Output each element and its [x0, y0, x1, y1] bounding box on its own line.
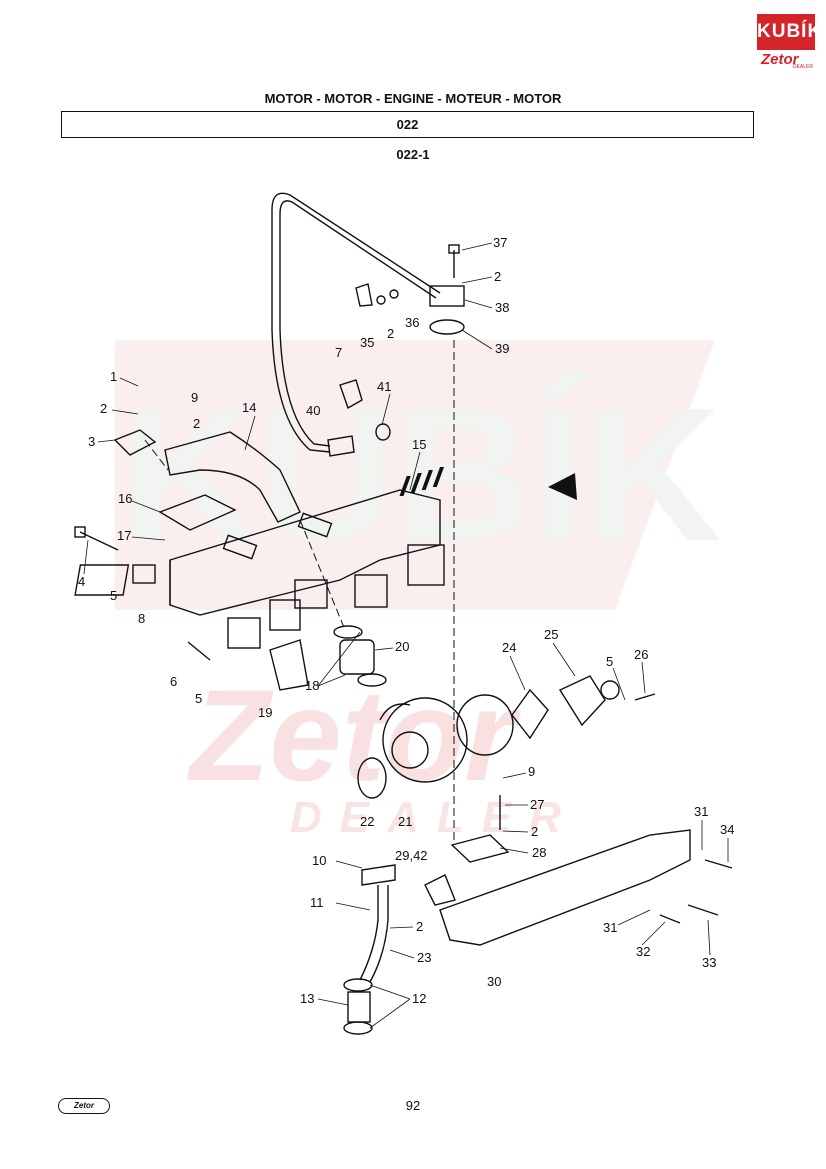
part-label: 8 [138, 611, 145, 626]
part-label: 25 [544, 627, 558, 642]
exhaust-manifold [169, 489, 441, 616]
part-label: 9 [528, 764, 535, 779]
part-label: 11 [310, 895, 324, 910]
part-label: 2 [531, 824, 538, 839]
part-label: 13 [300, 991, 314, 1006]
part-labels: 1 2 3 9 2 14 16 17 4 5 8 6 5 19 18 20 15… [78, 235, 734, 1006]
part-label: 15 [412, 437, 426, 452]
part-label: 21 [398, 814, 412, 829]
part-label: 38 [495, 300, 509, 315]
drain-pipe [361, 864, 396, 886]
kubik-zetor-logo: KUBÍK Zetor DEALER [757, 14, 821, 72]
turbocharger [382, 697, 468, 783]
gasket-16 [158, 494, 237, 531]
part-label: 9 [191, 390, 198, 405]
part-label: 2 [387, 326, 394, 341]
part-label: 2 [416, 919, 423, 934]
part-label: 27 [530, 797, 544, 812]
part-label: 5 [110, 588, 117, 603]
part-label: 34 [720, 822, 734, 837]
section-number: 022 [61, 111, 754, 138]
part-label: 2 [494, 269, 501, 284]
part-label: 31 [603, 920, 617, 935]
dealer-logo-text: DEALER [792, 64, 813, 70]
part-label: 1 [110, 369, 117, 384]
part-label: 5 [606, 654, 613, 669]
part-label: 33 [702, 955, 716, 970]
watermark-zetor: Zetor [186, 662, 521, 808]
kubik-logo-text: KUBÍK [757, 14, 821, 50]
page-title: MOTOR - MOTOR - ENGINE - MOTEUR - MOTOR [264, 91, 562, 106]
part-label: 12 [412, 991, 426, 1006]
zetor-logo-text: Zetor [761, 51, 799, 68]
part-label: 36 [405, 315, 419, 330]
part-label: 7 [335, 345, 342, 360]
part-label: 6 [170, 674, 177, 689]
part-label: 10 [312, 853, 326, 868]
pipe-fitting [429, 285, 465, 307]
part-label: 3 [88, 434, 95, 449]
part-label: 26 [634, 647, 648, 662]
part-label: 2 [193, 416, 200, 431]
part-label: 32 [636, 944, 650, 959]
intake-manifold [439, 829, 691, 946]
part-label: 35 [360, 335, 374, 350]
oil-pipe [271, 192, 441, 453]
part-label: 37 [493, 235, 507, 250]
part-label: 39 [495, 341, 509, 356]
part-label: 18 [305, 678, 319, 693]
part-label: 31 [694, 804, 708, 819]
part-label: 19 [258, 705, 272, 720]
page-number: 92 [405, 1098, 421, 1113]
part-label: 14 [242, 400, 256, 415]
sensor [339, 379, 363, 410]
part-label: 28 [532, 845, 546, 860]
subsection-number: 022-1 [396, 147, 430, 162]
part-label: 41 [377, 379, 391, 394]
part-label: 5 [195, 691, 202, 706]
part-label: 17 [117, 528, 131, 543]
part-label: 30 [487, 974, 501, 989]
part-label: 40 [306, 403, 320, 418]
part-label: 29,42 [395, 848, 428, 863]
part-label: 23 [417, 950, 431, 965]
part-label: 2 [100, 401, 107, 416]
watermark-dealer: DEALER [290, 793, 579, 842]
part-label: 22 [360, 814, 374, 829]
part-label: 24 [502, 640, 516, 655]
part-label: 20 [395, 639, 409, 654]
footer-zetor-logo: Zetor [58, 1098, 110, 1114]
part-label: 16 [118, 491, 132, 506]
part-label: 4 [78, 574, 85, 589]
direction-arrow [399, 467, 577, 500]
